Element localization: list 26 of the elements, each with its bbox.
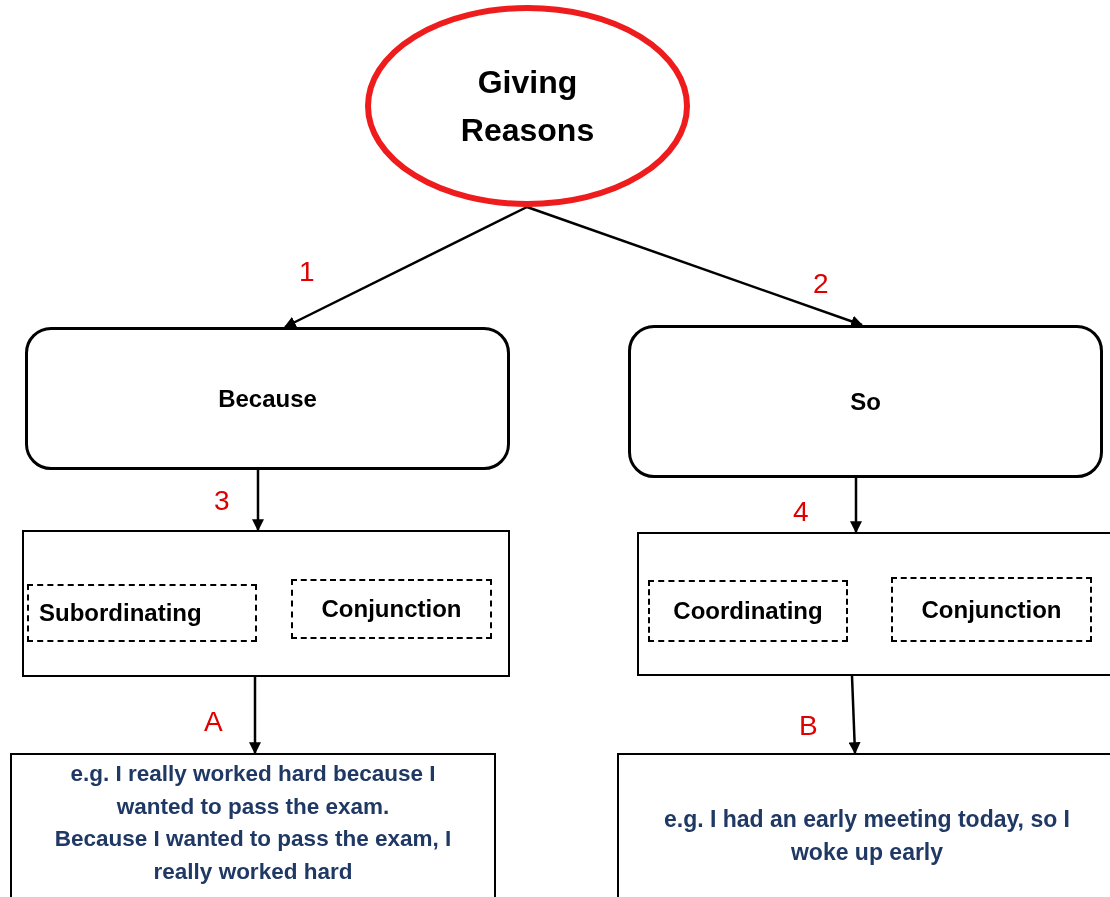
example-sentence: Because I wanted to pass the exam, I really worked hard [53, 825, 453, 886]
arrow [249, 677, 261, 755]
arrow [848, 675, 861, 755]
example-box [10, 753, 496, 897]
topic-ellipse [365, 5, 690, 207]
term-label: Coordinating [673, 596, 823, 626]
arrow [283, 205, 528, 329]
term-label: Because [218, 383, 317, 414]
term-label: Conjunction [321, 594, 462, 624]
term-box [291, 579, 492, 639]
process-box [628, 325, 1103, 478]
term-box [27, 584, 257, 642]
term-box [648, 580, 848, 642]
term-box [891, 577, 1092, 642]
group-box [637, 532, 1110, 676]
arrow [252, 470, 264, 532]
process-box [25, 327, 510, 470]
term-label: Conjunction [921, 594, 1062, 625]
arrow [850, 478, 862, 534]
topic-title: Giving Reasons [459, 63, 596, 150]
example-sentence: e.g. I really worked hard because I wanted to pass the exam. [69, 760, 437, 821]
term-label: So [850, 386, 881, 417]
group-box [22, 530, 510, 677]
term-label: Subordinating [39, 598, 202, 628]
example-sentence: e.g. I had an early meeting today, so I woke up early [663, 805, 1071, 868]
example-box [617, 753, 1110, 897]
